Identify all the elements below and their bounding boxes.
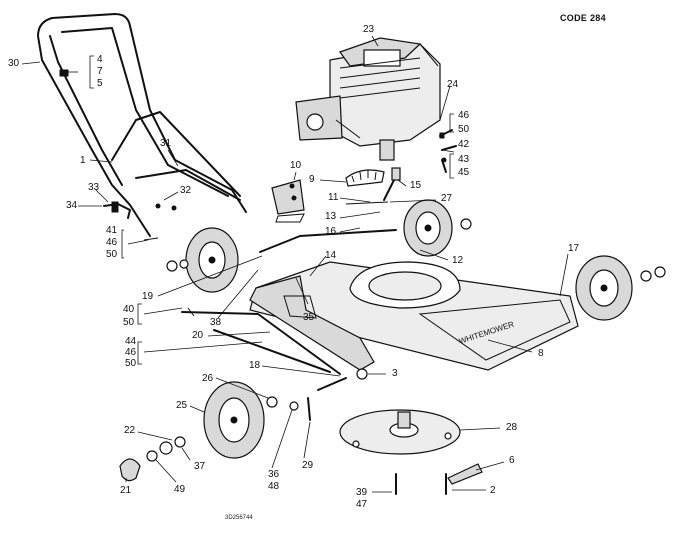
- callout-29: 29: [302, 460, 314, 471]
- callout-40: 40: [123, 304, 135, 315]
- callout-16: 16: [325, 226, 337, 237]
- drawing-number: 3D256744: [225, 515, 253, 521]
- callout-17: 17: [568, 243, 580, 254]
- callout-34: 34: [66, 200, 78, 211]
- callout-45: 45: [458, 167, 470, 178]
- blade-fasteners: [395, 463, 483, 495]
- callout-33: 33: [88, 182, 100, 193]
- callout-2: 2: [490, 485, 496, 496]
- height-adjust-rods: [181, 307, 368, 391]
- callout-9: 9: [309, 174, 315, 185]
- wheel-front-right: [575, 255, 666, 321]
- callout-32: 32: [180, 185, 192, 196]
- callout-49: 49: [174, 484, 186, 495]
- code-number: CODE 284: [560, 13, 606, 23]
- callout-4: 4: [97, 54, 103, 65]
- callout-21: 21: [120, 485, 132, 496]
- callout-50-engine: 50: [458, 124, 470, 135]
- callout-24: 24: [447, 79, 459, 90]
- callout-1: 1: [80, 155, 86, 166]
- leader-lines: [21, 35, 569, 493]
- callout-37: 37: [194, 461, 206, 472]
- callout-15: 15: [410, 180, 422, 191]
- callout-25: 25: [176, 400, 188, 411]
- callout-35: 35: [303, 312, 315, 323]
- callout-10: 10: [290, 160, 302, 171]
- callout-3: 3: [392, 368, 398, 379]
- callout-22: 22: [124, 425, 136, 436]
- callout-39: 39: [356, 487, 368, 498]
- handle-bolt-assembly: [103, 201, 159, 241]
- callout-19: 19: [142, 291, 154, 302]
- callout-30: 30: [8, 58, 20, 69]
- callout-46-rod: 46: [125, 347, 137, 358]
- callout-14: 14: [325, 250, 337, 261]
- engine: [295, 37, 441, 161]
- callout-43: 43: [458, 154, 470, 165]
- wheel-front-left: [203, 381, 311, 459]
- callout-8: 8: [538, 348, 544, 359]
- callout-38: 38: [210, 317, 222, 328]
- callout-20: 20: [192, 330, 204, 341]
- callout-50-handle: 50: [106, 249, 118, 260]
- callout-46-engine: 46: [458, 110, 470, 121]
- callout-44: 44: [125, 336, 137, 347]
- handle-assembly: [37, 13, 247, 237]
- callout-5: 5: [97, 78, 103, 89]
- callout-18: 18: [249, 360, 261, 371]
- callout-6: 6: [509, 455, 515, 466]
- callout-12: 12: [452, 255, 464, 266]
- callout-50-rod: 50: [123, 317, 135, 328]
- wheel-rear-right: [403, 199, 472, 257]
- callout-46-handle: 46: [106, 237, 118, 248]
- callout-28: 28: [506, 422, 518, 433]
- callout-13: 13: [325, 211, 337, 222]
- callout-26: 26: [202, 373, 214, 384]
- callout-47: 47: [356, 499, 368, 510]
- mower-deck: WHITEMOWER: [249, 261, 579, 371]
- callout-36: 36: [268, 469, 280, 480]
- callout-11: 11: [328, 192, 339, 203]
- callout-41: 41: [106, 225, 118, 236]
- wheel-hardware: [119, 436, 186, 482]
- cutting-blade: [339, 409, 461, 455]
- callout-27: 27: [441, 193, 453, 204]
- wheel-rear-left: [166, 227, 239, 293]
- callout-42: 42: [458, 139, 470, 150]
- callout-7: 7: [97, 66, 103, 77]
- callout-50-lower: 50: [125, 358, 137, 369]
- throttle-control: [259, 167, 401, 253]
- callout-48: 48: [268, 481, 280, 492]
- callout-31: 31: [160, 138, 172, 149]
- callout-23: 23: [363, 24, 375, 35]
